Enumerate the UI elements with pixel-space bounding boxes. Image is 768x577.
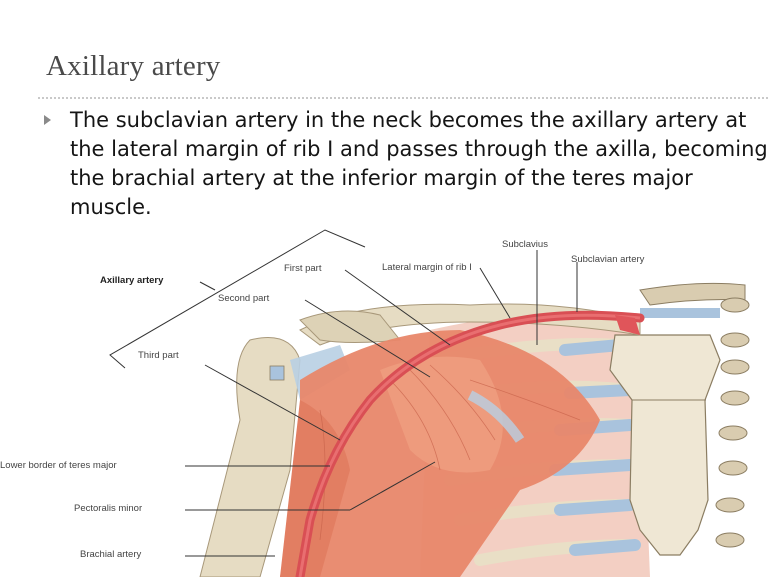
slide-title: Axillary artery (46, 50, 221, 82)
label-first-part: First part (284, 263, 322, 274)
label-pectoralis-minor: Pectoralis minor (74, 503, 143, 514)
label-brachial-artery: Brachial artery (80, 549, 142, 560)
shoulder-anatomy-illustration (109, 229, 750, 577)
anatomy-figure: Axillary artery First part Second part T… (0, 225, 768, 577)
label-subclavian-artery: Subclavian artery (571, 254, 645, 265)
triangle-bullet-icon (44, 115, 51, 125)
label-third-part: Third part (138, 350, 179, 361)
label-subclavius: Subclavius (502, 239, 548, 250)
title-divider (38, 97, 768, 99)
label-axillary-artery: Axillary artery (100, 275, 164, 286)
label-lower-border-teres-major: Lower border of teres major (0, 460, 117, 471)
label-lateral-margin-rib-1: Lateral margin of rib I (382, 262, 472, 273)
label-second-part: Second part (218, 293, 270, 304)
bullet-text: The subclavian artery in the neck become… (70, 108, 768, 219)
